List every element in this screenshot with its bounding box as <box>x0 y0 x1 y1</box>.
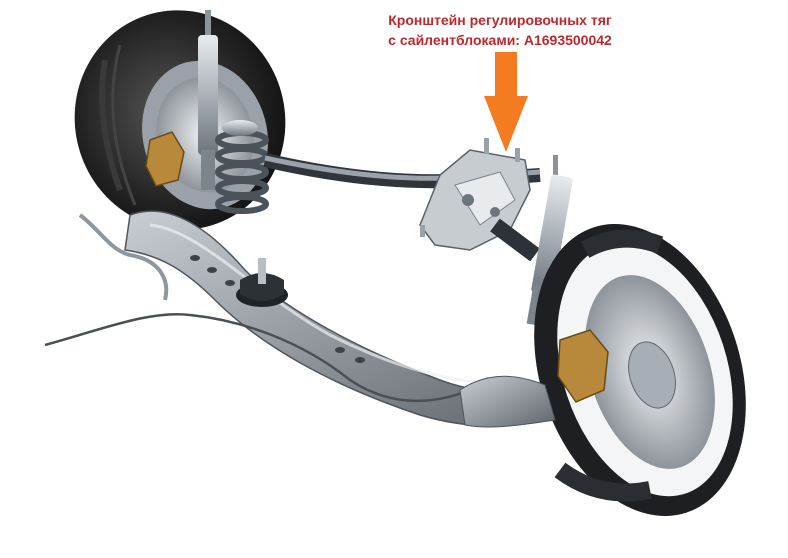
right-brake-caliper <box>557 329 609 403</box>
annotation-line-2: с сайлентблоками: A1693500042 <box>388 32 612 48</box>
subframe-holes <box>190 255 365 363</box>
left-spring-seat <box>222 120 258 136</box>
adjustment-link <box>490 218 540 262</box>
subframe-mount <box>236 258 288 307</box>
right-wheel <box>534 224 746 516</box>
annotation-arrow <box>484 52 528 152</box>
left-brake-caliper <box>145 131 185 187</box>
annotation-line-1: Кронштейн регулировочных тяг <box>388 12 612 28</box>
part-annotation-label: Кронштейн регулировочных тяг с сайлентбл… <box>340 10 660 50</box>
left-wheel <box>74 10 286 230</box>
brake-line <box>44 313 471 403</box>
right-wheel-carrier <box>459 375 556 428</box>
left-shock-absorber <box>198 10 218 190</box>
left-link <box>78 213 169 301</box>
